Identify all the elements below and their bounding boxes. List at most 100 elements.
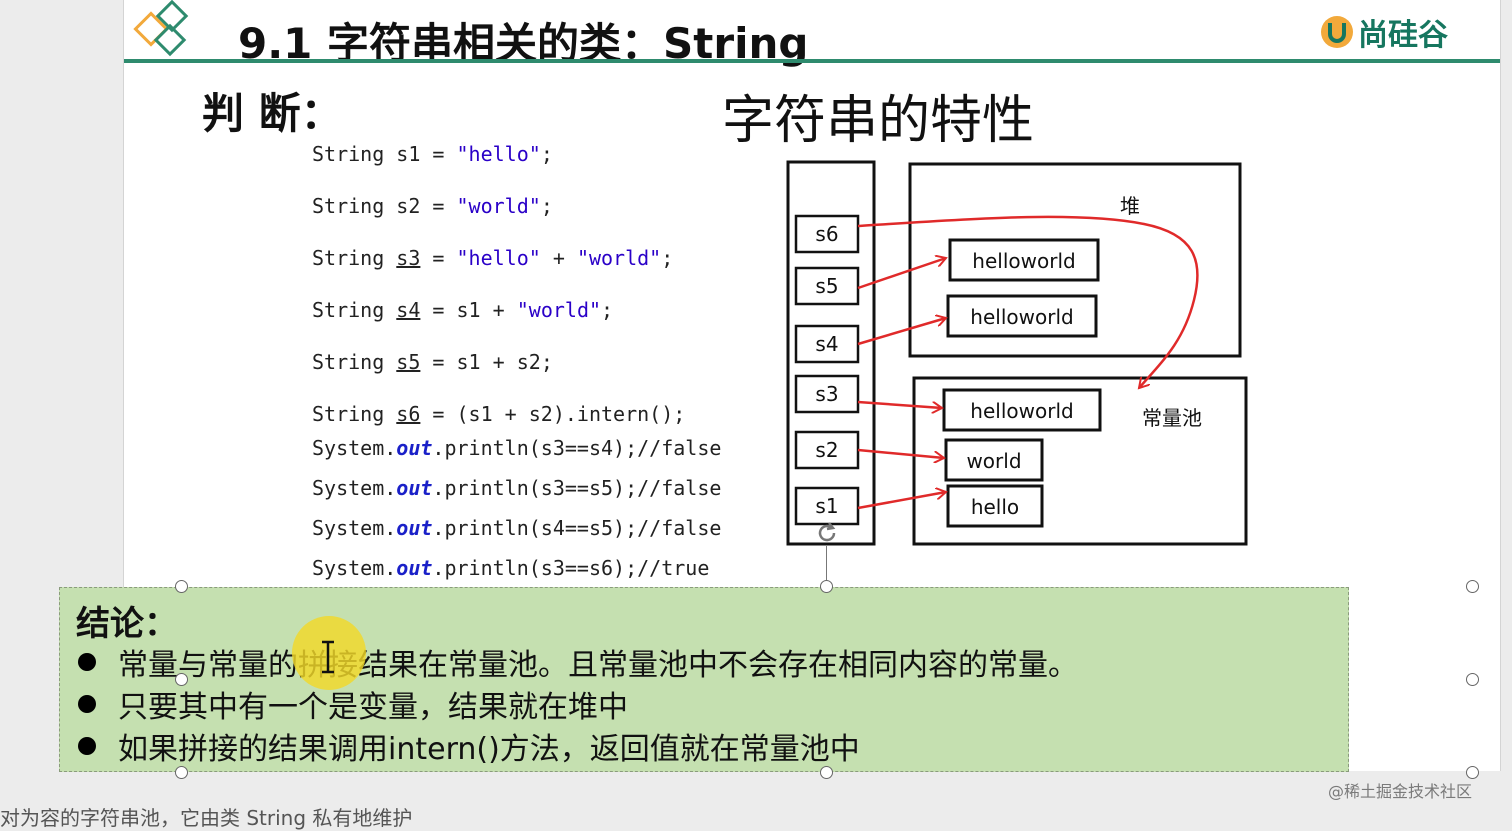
code-operator: = (420, 298, 457, 322)
stack-var-label: s4 (815, 332, 838, 356)
arrow-s6-pool (857, 215, 1199, 388)
bullet-icon (78, 653, 96, 671)
stack-var-label: s2 (815, 438, 838, 462)
code-comment: //true (637, 556, 710, 580)
code-out-field: out (396, 556, 433, 580)
stack-var-box (794, 374, 860, 414)
bullet-text: 常量与常量的拼接结果在常量池。且常量池中不会存在相同内容的常量。 (118, 648, 1078, 683)
bullet-icon (78, 695, 96, 713)
code-println: .println(s4==s5); (432, 516, 638, 540)
code-type: String (312, 298, 397, 322)
watermark: @稀土掘金技术社区 (1328, 782, 1473, 801)
resize-handle-bottom-right[interactable] (1466, 766, 1479, 779)
header-rule (124, 59, 1500, 63)
stack-var-box (794, 214, 860, 254)
code-terminator: ; (540, 194, 553, 218)
conclusion-bullet: 常量与常量的拼接结果在常量池。且常量池中不会存在相同内容的常量。 (78, 640, 1078, 684)
code-line: String s2 = "world"; (312, 194, 553, 218)
conclusion-title: 结论： (76, 604, 178, 644)
pool-object-box (946, 484, 1044, 528)
code-terminator: ; (540, 350, 553, 374)
arrow-s3-pool (857, 400, 942, 408)
stack-var-label: s6 (815, 222, 838, 246)
stack-var-box (794, 486, 860, 526)
code-string-literal: "world" (516, 298, 602, 322)
arrow-s4-heap (857, 318, 946, 346)
conclusion-bullet: 如果拼接的结果调用intern()方法，返回值就在常量池中 (78, 724, 860, 768)
code-comment: //false (637, 516, 722, 540)
judge-label: 判 断： (202, 89, 343, 138)
pool-object-label: helloworld (970, 399, 1073, 423)
resize-handle-bottom[interactable] (820, 766, 833, 779)
code-type: String (312, 194, 397, 218)
heap-label: 堆 (1120, 194, 1140, 218)
bullet-text: 只要其中有一个是变量，结果就在堆中 (118, 690, 628, 725)
stack-var-label: s1 (815, 494, 838, 518)
heap-object-label: helloworld (972, 249, 1075, 273)
code-comment: //false (637, 476, 722, 500)
code-type: String (312, 142, 397, 166)
resize-handle-top-right[interactable] (1466, 580, 1479, 593)
code-expression: s1 + (456, 298, 517, 322)
code-expression: (s1 + s2).intern() (456, 402, 674, 426)
code-println: .println(s3==s5); (432, 476, 638, 500)
arrow-s2-pool (857, 448, 944, 458)
code-line: String s6 = (s1 + s2).intern(); (312, 402, 685, 426)
code-type: String (312, 350, 397, 374)
code-line: String s5 = s1 + s2; (312, 350, 553, 374)
resize-handle-bottom-left[interactable] (175, 766, 188, 779)
stack-var-label: s3 (815, 382, 838, 406)
bullet-icon (78, 737, 96, 755)
heap-object-box (948, 238, 1100, 282)
resize-handle-right[interactable] (1466, 673, 1479, 686)
code-println: .println(s3==s6); (432, 556, 638, 580)
heap-object-box (946, 294, 1098, 338)
pool-object-box (944, 438, 1044, 482)
code-expression: s1 + s2 (456, 350, 541, 374)
section-title: 字符串的特性 (722, 91, 1035, 151)
arrow-s1-pool (857, 492, 946, 510)
code-operator: = (420, 246, 457, 270)
code-system: System. (312, 476, 397, 500)
resize-handle-left[interactable] (175, 673, 188, 686)
code-string-literal: "world" (456, 194, 541, 218)
code-terminator: ; (601, 298, 614, 322)
brand-logo: 尚硅谷 (1320, 10, 1448, 54)
code-expression: + (540, 246, 577, 270)
stack-var-box (794, 324, 860, 364)
bottom-note: 对为容的字符串池，它由类 String 私有地维护 (0, 806, 413, 830)
code-terminator: ; (673, 402, 686, 426)
conclusion-box[interactable]: 结论： 常量与常量的拼接结果在常量池。且常量池中不会存在相同内容的常量。 只要其… (59, 587, 1349, 772)
text-cursor-icon (322, 640, 334, 674)
stack-var-box (794, 266, 860, 306)
string-memory-diagram: 堆 常量池 s6s5s4s3s2s1helloworldhelloworldhe… (786, 160, 1248, 546)
heap-object-label: helloworld (970, 305, 1073, 329)
code-line: String s3 = "hello" + "world"; (312, 246, 673, 270)
code-println: .println(s3==s4); (432, 436, 638, 460)
code-system: System. (312, 516, 397, 540)
code-string-literal: "world" (576, 246, 662, 270)
code-operator: = (420, 402, 457, 426)
arrow-s5-heap (857, 258, 946, 290)
code-out-field: out (396, 476, 433, 500)
code-terminator: ; (540, 142, 553, 166)
resize-handle-top-left[interactable] (175, 580, 188, 593)
code-string-literal: "hello" (456, 246, 541, 270)
logo-diamonds-icon (133, 0, 189, 57)
rotate-handle-icon[interactable] (814, 520, 840, 546)
print-line: System.out.println(s4==s5);//false (312, 516, 721, 540)
code-out-field: out (396, 516, 433, 540)
brand-name: 尚硅谷 (1358, 18, 1448, 53)
code-terminator: ; (661, 246, 674, 270)
code-system: System. (312, 556, 397, 580)
code-variable: s6 (396, 402, 421, 426)
resize-handle-top[interactable] (820, 580, 833, 593)
stack-var-box (794, 430, 860, 470)
code-variable: s3 (396, 246, 421, 270)
code-operator: = (420, 194, 457, 218)
bullet-text: 如果拼接的结果调用intern()方法，返回值就在常量池中 (118, 732, 860, 767)
pool-object-box (942, 388, 1102, 432)
code-operator: = (420, 350, 457, 374)
stack-var-label: s5 (815, 274, 838, 298)
code-variable: s5 (396, 350, 421, 374)
